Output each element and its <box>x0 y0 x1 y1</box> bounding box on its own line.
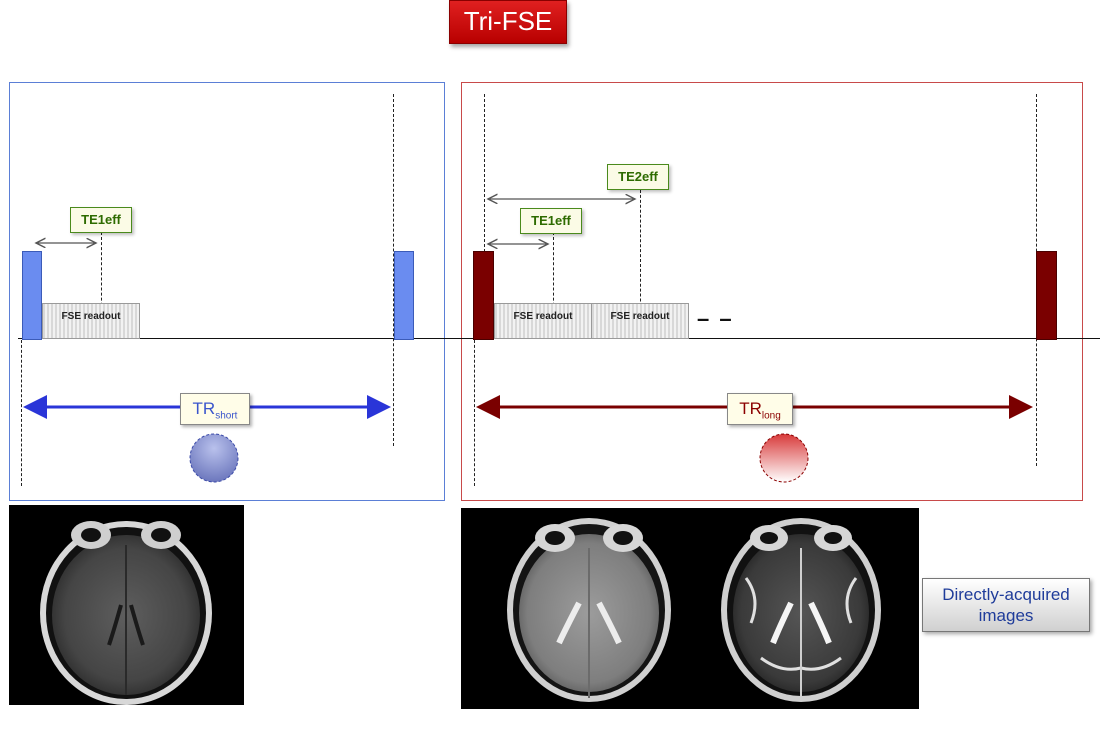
te1eff-label-long: TE1eff <box>520 208 582 234</box>
long-tr-circle-icon <box>759 433 809 483</box>
rf-pulse-short-2 <box>394 251 414 340</box>
mri-dual-echo-images <box>461 508 919 709</box>
guide-line <box>21 340 22 486</box>
short-tr-circle-icon <box>189 433 239 483</box>
tr-sub-text: long <box>761 410 781 422</box>
directly-acquired-label: Directly-acquired images <box>922 578 1090 632</box>
te1eff-label-short: TE1eff <box>70 207 132 233</box>
rf-pulse-long-1 <box>473 251 494 340</box>
mri-t1-weighted-image <box>9 505 244 705</box>
guide-line <box>553 232 554 336</box>
mri-t2-weighted-image <box>721 518 881 702</box>
tr-long-panel <box>461 82 1083 501</box>
title-badge: Tri-FSE <box>449 0 567 44</box>
fse-readout-block: FSE readout <box>591 303 689 339</box>
te2eff-label: TE2eff <box>607 164 669 190</box>
guide-line <box>484 94 485 252</box>
tr-short-label: TRshort <box>180 393 250 425</box>
guide-line <box>474 340 475 486</box>
tr-short-panel <box>9 82 445 501</box>
mri-proton-density-image <box>507 518 671 702</box>
guide-line <box>640 190 641 336</box>
rf-pulse-long-2 <box>1036 251 1057 340</box>
tr-main-text: TR <box>739 399 762 418</box>
fse-readout-block: FSE readout <box>494 303 592 339</box>
fse-readout-block: FSE readout <box>42 303 140 339</box>
guide-line <box>101 232 102 336</box>
rf-pulse-short-1 <box>22 251 42 340</box>
tr-main-text: TR <box>192 399 216 418</box>
tr-long-label: TRlong <box>727 393 793 425</box>
tr-sub-text: short <box>215 410 238 422</box>
guide-line <box>393 94 394 446</box>
continuation-dashes: – – <box>697 306 734 331</box>
